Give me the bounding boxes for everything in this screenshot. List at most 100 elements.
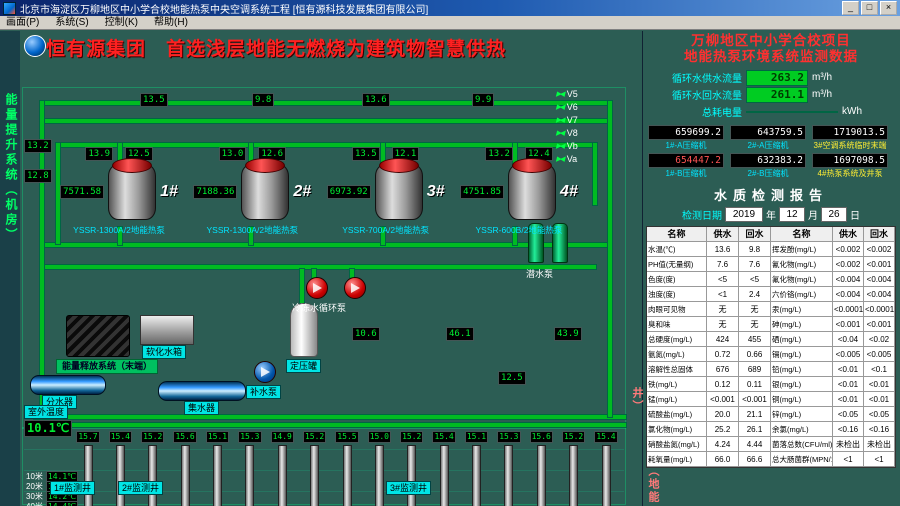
table-cell-supply: 4.24 [707,437,739,452]
water-collector-label: 集水器 [184,401,220,415]
day-unit: 日 [850,211,860,222]
table-cell-name: 溶解性总固体 [647,362,707,377]
table-cell-supply: <0.001 [833,317,864,332]
meter-label: 4#热泵系统及井泵 [817,169,883,178]
table-cell-name: 氨氮(mg/L) [647,347,707,362]
chilled-water-pump-icon[interactable] [306,277,328,299]
table-cell-name: 浊度(度) [647,287,707,302]
table-cell-supply: 25.2 [707,422,739,437]
table-cell-supply: <0.01 [833,362,864,377]
app-icon [3,1,16,15]
well-temp-display: 15.1 [464,431,489,443]
heat-pump-unit[interactable]: 13.0 12.6 7188.36 2# YSSR-1300A/2地能热泵 [187,147,317,236]
table-cell-return: <0.004 [864,272,895,287]
depth-temp-display: 14.4℃ [45,500,79,506]
window-titlebar[interactable]: 北京市海淀区万柳地区中小学合校地能热泵中央空调系统工程 [恒有源科技发展集团有限… [0,0,900,16]
well-pipe [277,445,287,506]
submersible-pump-icon[interactable] [552,223,568,263]
submersible-pump-icon[interactable] [528,223,544,263]
table-cell-supply: <0.002 [833,257,864,272]
well-temp-display: 15.4 [432,431,456,443]
table-cell-supply: 13.6 [707,242,739,257]
table-cell-supply: 0.12 [707,377,739,392]
table-cell-return: <1 [864,452,895,467]
well: 15.4 [430,431,458,506]
pipe-segment [381,227,385,245]
table-cell-supply: <5 [707,272,739,287]
table-header-cell: 名称 [771,227,833,242]
pressure-tank-label: 定压罐 [286,359,322,373]
well-row: 15.7 15.4 15.2 [74,431,620,506]
table-cell-name: 挥发酚(mg/L) [771,242,833,257]
well-pipe [342,445,352,506]
meter-value-display: 659699.2 [648,125,724,140]
year-field[interactable]: 2019 [725,207,763,222]
well-temp-display: 15.2 [561,431,586,443]
unit-model-label: YSSR-700A/2地能热泵 [342,225,430,235]
table-cell-supply: 20.0 [707,407,739,422]
table-cell-return: <0.002 [864,242,895,257]
well-temp-display: 15.2 [141,431,165,443]
month-unit: 月 [808,211,818,222]
unit-body: 7188.36 2# [193,158,311,220]
flow-label: 总耗电量 [702,108,742,119]
valve[interactable]: ▶◀ V5 [556,89,578,99]
well-pipe [504,445,514,506]
minimize-button[interactable]: _ [842,1,859,15]
month-field[interactable]: 12 [779,207,805,222]
meter-value-display: 643759.5 [730,125,806,140]
table-cell-name: 汞(mg/L) [771,302,833,317]
maximize-button[interactable]: □ [861,1,878,15]
flow-label: 循环水供水流量 [672,74,742,85]
menu-item[interactable]: 系统(S) [55,17,89,28]
table-cell-supply: <0.004 [833,272,864,287]
valve[interactable]: ▶◀ V6 [556,102,578,112]
unit-model-label: YSSR-1300A/2地能热泵 [206,225,299,235]
water-report-title: 水质检测报告 [713,188,828,203]
table-cell-supply: <0.01 [833,377,864,392]
well: 15.0 [365,431,393,506]
table-cell-name: 总硬度(mg/L) [647,332,707,347]
well-pipe [180,445,190,506]
well: 14.9 [268,431,296,506]
heat-pump-unit[interactable]: 13.5 12.1 6973.92 3# YSSR-700A/2地能热泵 [321,147,451,236]
depth-label: 40米 [26,501,43,506]
menu-item[interactable]: 控制(K) [104,17,139,28]
well: 15.2 [139,431,167,506]
valve[interactable]: ▶◀ V8 [556,128,578,138]
unit-temp-in-display: 13.0 [218,147,247,161]
well-temp-display: 15.1 [205,431,230,443]
day-field[interactable]: 26 [821,207,847,222]
heat-pump-vessel-icon [508,158,557,220]
chilled-water-pump-icon[interactable] [344,277,366,299]
table-cell-name: 硫酸盐(mg/L) [647,407,707,422]
well-temp-display: 15.3 [238,431,262,443]
valve[interactable]: ▶◀ Va [556,154,578,164]
table-cell-supply: <0.05 [833,407,864,422]
heat-pump-unit[interactable]: 13.9 12.5 7571.58 1# YSSR-1300A/2地能热泵 [54,147,184,236]
table-cell-return: 无 [739,317,771,332]
table-cell-name: 氟化物(mg/L) [771,272,833,287]
menu-item[interactable]: 画面(P) [6,17,40,28]
well-temp-display: 15.0 [367,431,391,443]
makeup-pump-icon[interactable] [254,361,276,383]
menu-item[interactable]: 帮助(H) [154,17,188,28]
table-cell-return: <0.02 [864,332,895,347]
depth-row: 10米 14.1℃ [26,470,79,482]
table-header-cell: 回水 [864,227,895,242]
close-button[interactable]: × [880,1,897,15]
table-cell-supply: <0.004 [833,287,864,302]
valve[interactable]: ▶◀ Vb [556,141,578,151]
table-cell-supply: 0.72 [707,347,739,362]
heat-pump-unit[interactable]: 13.2 12.4 4751.85 4# YSSR-600B/2地能热泵 [454,147,584,236]
table-cell-name: 色度(度) [647,272,707,287]
table-cell-return: 无 [739,302,771,317]
table-cell-return: <0.005 [864,347,895,362]
table-cell-supply: 676 [707,362,739,377]
valve[interactable]: ▶◀ V7 [556,115,578,125]
machine-room-frame [22,87,626,429]
pipe-segment [56,143,60,244]
table-cell-return: 0.11 [739,377,771,392]
table-cell-name: 耗氧量(mg/L) [647,452,707,467]
pipe-temp-display: 13.2 [24,139,52,153]
